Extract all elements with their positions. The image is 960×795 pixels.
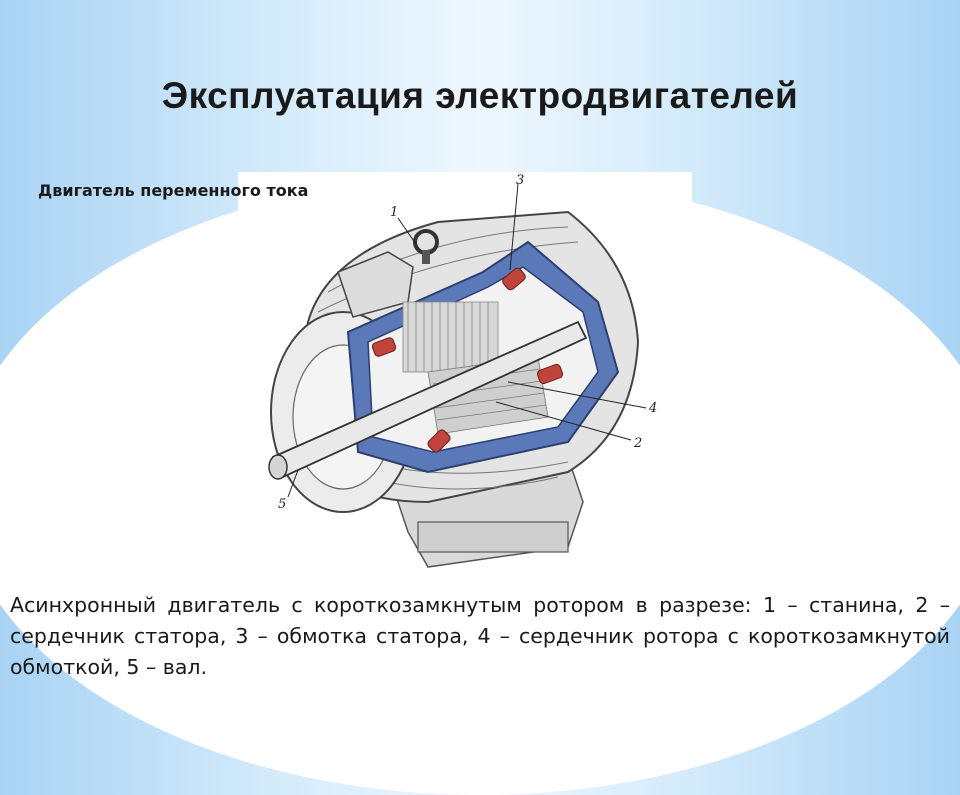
callout-4: 4	[648, 401, 657, 416]
figure-caption: Асинхронный двигатель с короткозамкнутым…	[10, 593, 950, 679]
terminal-box	[337, 251, 414, 318]
callout-2: 2	[633, 436, 642, 451]
slide-title: Эксплуатация электродвигателей	[161, 75, 799, 116]
callout-1: 1	[390, 205, 398, 220]
motor-illustration: 1 3 4 2 5	[238, 172, 692, 568]
callout-5: 5	[278, 497, 286, 512]
stator-core	[402, 301, 499, 373]
motor-cutaway-drawing: 1 3 4 2 5	[268, 173, 657, 568]
slide-subtitle: Двигатель переменного тока	[38, 181, 309, 200]
callout-leaders	[287, 183, 647, 498]
motor-foot	[417, 521, 569, 553]
callout-3: 3	[516, 173, 524, 188]
stator-winding	[371, 267, 564, 453]
